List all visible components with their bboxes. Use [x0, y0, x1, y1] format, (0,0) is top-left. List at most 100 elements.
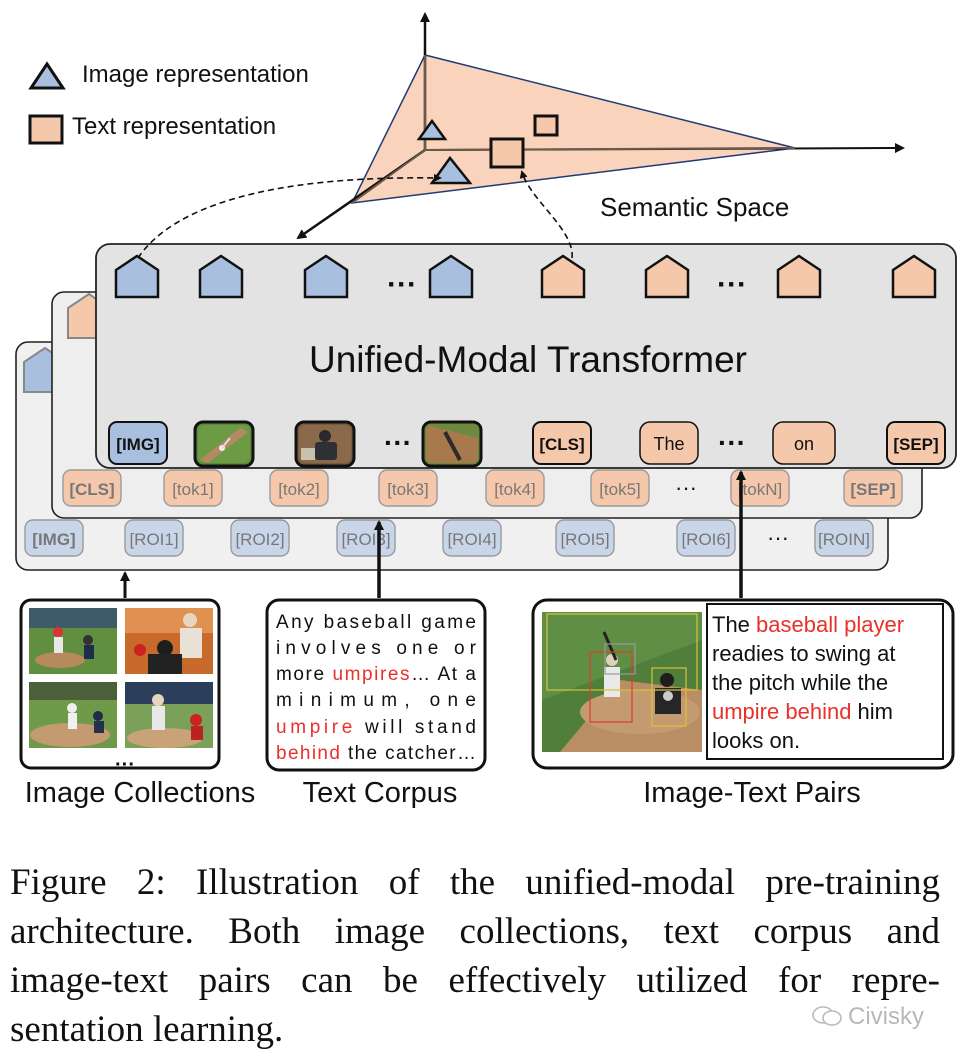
back-token-label-3: [ROI3] — [341, 530, 390, 549]
back-token-label-1: [ROI1] — [129, 530, 178, 549]
middle-token-box-2 — [269, 469, 329, 507]
dashed-connector-text — [519, 170, 573, 259]
back-token-box-0 — [24, 519, 84, 557]
legend-square-icon — [28, 114, 64, 145]
back-token-label-0: [IMG] — [32, 530, 75, 549]
image-point-triangle-small — [416, 118, 448, 141]
figure-caption: Figure 2: Illustration of the unified-mo… — [10, 858, 940, 1054]
back-token-label-4: [ROI4] — [447, 530, 496, 549]
corpus-line-5: umpire will stand — [276, 717, 476, 738]
semantic-space-label: Semantic Space — [600, 192, 789, 222]
middle-token-box-1 — [163, 469, 223, 507]
middle-token-label-3: [tok3] — [387, 480, 429, 499]
collection-photo-1 — [29, 608, 117, 674]
back-token-box-8 — [814, 519, 874, 557]
token-word-the-label: The — [653, 434, 684, 454]
output-image-node-4 — [428, 254, 474, 299]
output-text-node-3 — [776, 254, 822, 299]
middle-token-label-0: [CLS] — [69, 480, 114, 499]
pair-bbox-red — [589, 651, 633, 723]
token-sep-label: [SEP] — [893, 435, 938, 454]
output-text-node-1 — [540, 254, 586, 299]
pair-bbox-umpire — [651, 667, 687, 727]
transformer-panel-front: Unified-Modal Transformer ··· ··· [IMG] — [95, 243, 957, 469]
pair-caption-line-1: The baseball player — [712, 612, 904, 637]
roi-thumbnail-3 — [421, 420, 483, 468]
image-text-pairs-box: The baseball player readies to swing at … — [531, 598, 955, 770]
middle-token-box-8 — [843, 469, 903, 507]
collection-photo-2 — [125, 608, 213, 674]
back-token-label-8: [ROIN] — [818, 530, 870, 549]
caption-line-3: image-text pairs can be effectively util… — [10, 960, 940, 1001]
output-image-node-3 — [303, 254, 349, 299]
middle-token-label-1: [tok1] — [172, 480, 214, 499]
corpus-line-2: involves one or — [276, 638, 477, 659]
output-text-node-2 — [644, 254, 690, 299]
pair-photo — [542, 612, 702, 752]
axis-inner-diag — [351, 149, 426, 204]
watermark-text: Civisky — [848, 1003, 924, 1030]
middle-token-label-7: [tokN] — [738, 480, 782, 499]
token-cls — [532, 421, 592, 465]
middle-token-box-3 — [378, 469, 438, 507]
legend-text-label: Text representation — [72, 113, 276, 140]
caption-line-4: sentation learning. — [10, 1009, 284, 1050]
middle-token-label-5: [tok5] — [599, 480, 641, 499]
token-word-on — [772, 421, 836, 465]
image-collections-ellipsis: ··· — [115, 754, 135, 776]
output-text-ellipsis: ··· — [717, 268, 747, 301]
text-point-square-small — [533, 114, 559, 137]
back-token-box-2 — [230, 519, 290, 557]
output-text-node-4 — [891, 254, 937, 299]
back-token-label-2: [ROI2] — [235, 530, 284, 549]
roi-thumbnail-1 — [193, 420, 255, 468]
pair-bbox-yellow — [546, 613, 698, 691]
corpus-line-3: more umpires… At a — [276, 664, 476, 685]
token-sep — [886, 421, 946, 465]
collection-photo-3 — [29, 682, 117, 748]
middle-token-box-0 — [62, 469, 122, 507]
pair-caption-line-2: readies to swing at — [712, 641, 895, 666]
text-corpus-label: Text Corpus — [303, 777, 458, 809]
pair-bbox-gray — [604, 643, 636, 675]
image-collections-box: ··· — [19, 598, 221, 776]
middle-token-box-4 — [485, 469, 545, 507]
middle-token-box-5 — [590, 469, 650, 507]
token-img-label: [IMG] — [116, 435, 159, 454]
pair-caption-line-3: the pitch while the — [712, 670, 888, 695]
token-word-the — [639, 421, 699, 465]
pair-caption-line-5: looks on. — [712, 728, 800, 753]
pair-caption-box — [706, 603, 944, 760]
output-image-node-2 — [198, 254, 244, 299]
corpus-line-6: behind the catcher… — [276, 743, 476, 764]
semantic-space: Semantic Space — [296, 12, 905, 240]
token-word-on-label: on — [794, 434, 814, 454]
back-token-label-6: [ROI6] — [681, 530, 730, 549]
text-corpus-box: Any baseball game involves one or more u… — [265, 598, 487, 772]
transformer-label: Unified-Modal Transformer — [309, 339, 747, 380]
text-point-square — [489, 137, 525, 169]
legend-triangle-icon — [28, 61, 66, 90]
caption-line-2: architecture. Both image collections, te… — [10, 911, 940, 952]
output-image-ellipsis: ··· — [387, 268, 417, 301]
back-token-label-5: [ROI5] — [560, 530, 609, 549]
semantic-plane — [350, 54, 796, 204]
output-image-node-1 — [114, 254, 160, 299]
back-token-box-5 — [555, 519, 615, 557]
roi-thumbnail-2 — [294, 420, 356, 468]
back-token-box-4 — [442, 519, 502, 557]
watermark: Civisky — [812, 1003, 924, 1031]
front-thumbnails-ellipsis: ··· — [384, 427, 412, 458]
middle-token-label-4: [tok4] — [494, 480, 536, 499]
caption-line-1: Figure 2: Illustration of the unified-mo… — [10, 862, 940, 903]
legend: Image representation Text representation — [28, 61, 309, 145]
back-token-label-7: ··· — [767, 525, 789, 550]
back-token-row: [IMG] [ROI1] [ROI2] [ROI3] [ROI4] [ROI5] [ROI6… — [24, 519, 874, 557]
corpus-line-1: Any baseball game — [276, 612, 476, 633]
token-cls-label: [CLS] — [539, 435, 584, 454]
middle-token-label-8: [SEP] — [850, 480, 895, 499]
image-collections-label: Image Collections — [25, 777, 256, 809]
middle-token-label-2: [tok2] — [278, 480, 320, 499]
middle-token-row: [CLS][tok1][tok2][tok3][tok4][tok5]···[t… — [62, 469, 903, 507]
back-token-box-6 — [676, 519, 736, 557]
